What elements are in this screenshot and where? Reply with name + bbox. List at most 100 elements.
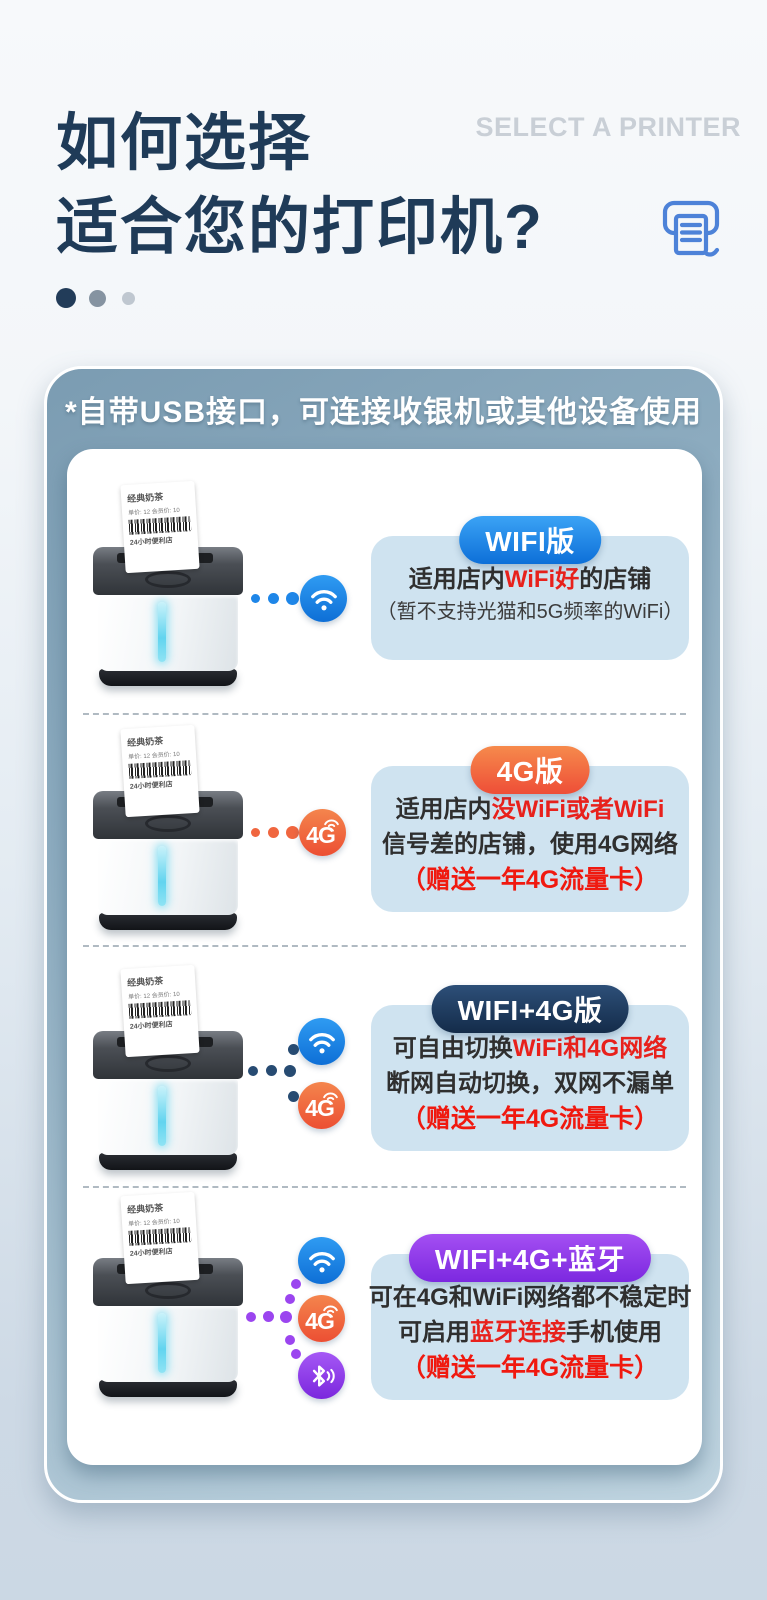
led-strip [158, 846, 166, 906]
connector-dot [248, 1066, 258, 1076]
connector-dot [268, 593, 279, 604]
4g-icon: 4G [298, 1295, 345, 1342]
printer-image: 经典奶茶 单价: 12 会员价: 10 24小时便利店 [93, 724, 243, 932]
printer-head [93, 1031, 243, 1079]
connector-dot [285, 1335, 295, 1345]
signal-arcs [324, 819, 339, 827]
printer-emblem [145, 1055, 191, 1072]
led-strip [158, 1086, 166, 1146]
receipt-label: 经典奶茶 单价: 12 会员价: 10 24小时便利店 [120, 480, 200, 574]
signal-arcs [323, 1092, 338, 1100]
printer-emblem [145, 815, 191, 832]
info-panel-wifi-4g-bluetooth: WIFI+4G+蓝牙 可在4G和WiFi网络都不稳定时可启用蓝牙连接手机使用（赠… [368, 1234, 692, 1400]
version-badge: 4G版 [470, 746, 590, 794]
connector-dot [251, 594, 260, 603]
receipt-price: 单价: 12 会员价: 10 [127, 1218, 180, 1228]
receipt-price: 单价: 12 会员价: 10 [127, 751, 180, 761]
printer-body [98, 1079, 238, 1155]
4g-label: 4G [305, 1094, 335, 1121]
receipt-barcode [128, 516, 192, 535]
title-line2: 适合您的打印机? [56, 193, 544, 262]
receipt-title: 经典奶茶 [126, 1202, 164, 1215]
dashed-separator [83, 713, 686, 715]
wifi-icon [298, 1018, 345, 1065]
4g-label: 4G [305, 1307, 335, 1334]
info-panel-wifi: WIFI版 适用店内WiFi好的店铺（暂不支持光猫和5G频率的WiFi） [371, 516, 689, 660]
connector-dot [268, 827, 279, 838]
comparison-card: *自带USB接口，可连接收银机或其他设备使用 经典奶茶 单价: 12 会员价: … [44, 366, 723, 1503]
receipt-barcode [128, 1227, 192, 1246]
printer-base [99, 913, 237, 930]
version-badge: WIFI+4G+蓝牙 [408, 1234, 652, 1282]
printer-emblem [145, 571, 191, 588]
connector-dot [251, 828, 260, 837]
receipt-barcode [128, 1000, 192, 1019]
printer-body [98, 595, 238, 671]
printer-base [99, 1380, 237, 1397]
receipt-title: 经典奶茶 [126, 735, 164, 748]
receipt-label: 经典奶茶 单价: 12 会员价: 10 24小时便利店 [120, 724, 200, 818]
page-title: 如何选择 适合您的打印机? [56, 102, 544, 270]
printer-option-wifi-4g: 经典奶茶 单价: 12 会员价: 10 24小时便利店 [67, 945, 702, 1186]
carousel-dot [89, 290, 106, 307]
dashed-separator [83, 945, 686, 947]
carousel-dot-active [56, 288, 76, 308]
connector-dot [284, 1065, 296, 1077]
4g-icon: 4G [299, 809, 346, 856]
connector-dot [291, 1349, 301, 1359]
receipt-title: 经典奶茶 [126, 975, 164, 988]
version-badge: WIFI版 [459, 516, 601, 564]
receipt-title: 经典奶茶 [126, 491, 164, 504]
version-badge: WIFI+4G版 [431, 985, 629, 1033]
receipt-price: 单价: 12 会员价: 10 [127, 507, 180, 517]
connector-dot [280, 1311, 292, 1323]
bluetooth-icon [298, 1352, 345, 1399]
printer-emblem [145, 1282, 191, 1299]
4g-icon: 4G [298, 1082, 345, 1129]
connector-dot [285, 1294, 295, 1304]
4g-label: 4G [306, 821, 336, 848]
printer-body [98, 1306, 238, 1382]
printer-base [99, 669, 237, 686]
connector-dot [288, 1044, 299, 1055]
receipt-store: 24小时便利店 [129, 1248, 173, 1258]
options-panel: 经典奶茶 单价: 12 会员价: 10 24小时便利店 WIFI版 [67, 449, 702, 1465]
panel-text: 可自由切换WiFi和4G网络断网自动切换，双网不漏单（赠送一年4G流量卡） [386, 1035, 674, 1133]
connector-dot [263, 1311, 274, 1322]
receipt-store: 24小时便利店 [129, 1021, 173, 1031]
printer-icon [662, 200, 720, 257]
connector-dot [288, 1091, 299, 1102]
usb-banner: *自带USB接口，可连接收银机或其他设备使用 [64, 396, 702, 429]
title-line1: 如何选择 [56, 109, 313, 178]
signal-arcs [323, 1305, 338, 1313]
printer-option-4g: 经典奶茶 单价: 12 会员价: 10 24小时便利店 4G [67, 713, 702, 945]
connector-dot [286, 826, 299, 839]
subtitle-english: SELECT A PRINTER [475, 112, 741, 142]
printer-option-wifi: 经典奶茶 单价: 12 会员价: 10 24小时便利店 WIFI版 [67, 449, 702, 713]
printer-option-wifi-4g-bluetooth: 经典奶茶 单价: 12 会员价: 10 24小时便利店 [67, 1186, 702, 1465]
connector-dot [286, 592, 299, 605]
led-strip [158, 1313, 166, 1373]
printer-body [98, 839, 238, 915]
receipt-store: 24小时便利店 [129, 537, 173, 547]
receipt-price: 单价: 12 会员价: 10 [127, 991, 180, 1001]
receipt-barcode [128, 760, 192, 779]
panel-text: 适用店内WiFi好的店铺（暂不支持光猫和5G频率的WiFi） [376, 566, 684, 623]
connector-dot [291, 1279, 301, 1289]
wifi-icon [298, 1237, 345, 1284]
info-panel-wifi-4g: WIFI+4G版 可自由切换WiFi和4G网络断网自动切换，双网不漏单（赠送一年… [371, 985, 689, 1151]
printer-image: 经典奶茶 单价: 12 会员价: 10 24小时便利店 [93, 480, 243, 688]
receipt-label: 经典奶茶 单价: 12 会员价: 10 24小时便利店 [120, 1191, 200, 1285]
wifi-icon [300, 575, 347, 622]
receipt-label: 经典奶茶 单价: 12 会员价: 10 24小时便利店 [120, 964, 200, 1058]
led-strip [158, 602, 166, 662]
panel-text: 可在4G和WiFi网络都不稳定时可启用蓝牙连接手机使用（赠送一年4G流量卡） [368, 1284, 692, 1382]
printer-image: 经典奶茶 单价: 12 会员价: 10 24小时便利店 [93, 1191, 243, 1399]
printer-image: 经典奶茶 单价: 12 会员价: 10 24小时便利店 [93, 964, 243, 1172]
receipt-store: 24小时便利店 [129, 781, 173, 791]
printer-base [99, 1153, 237, 1170]
carousel-dot [122, 292, 135, 305]
